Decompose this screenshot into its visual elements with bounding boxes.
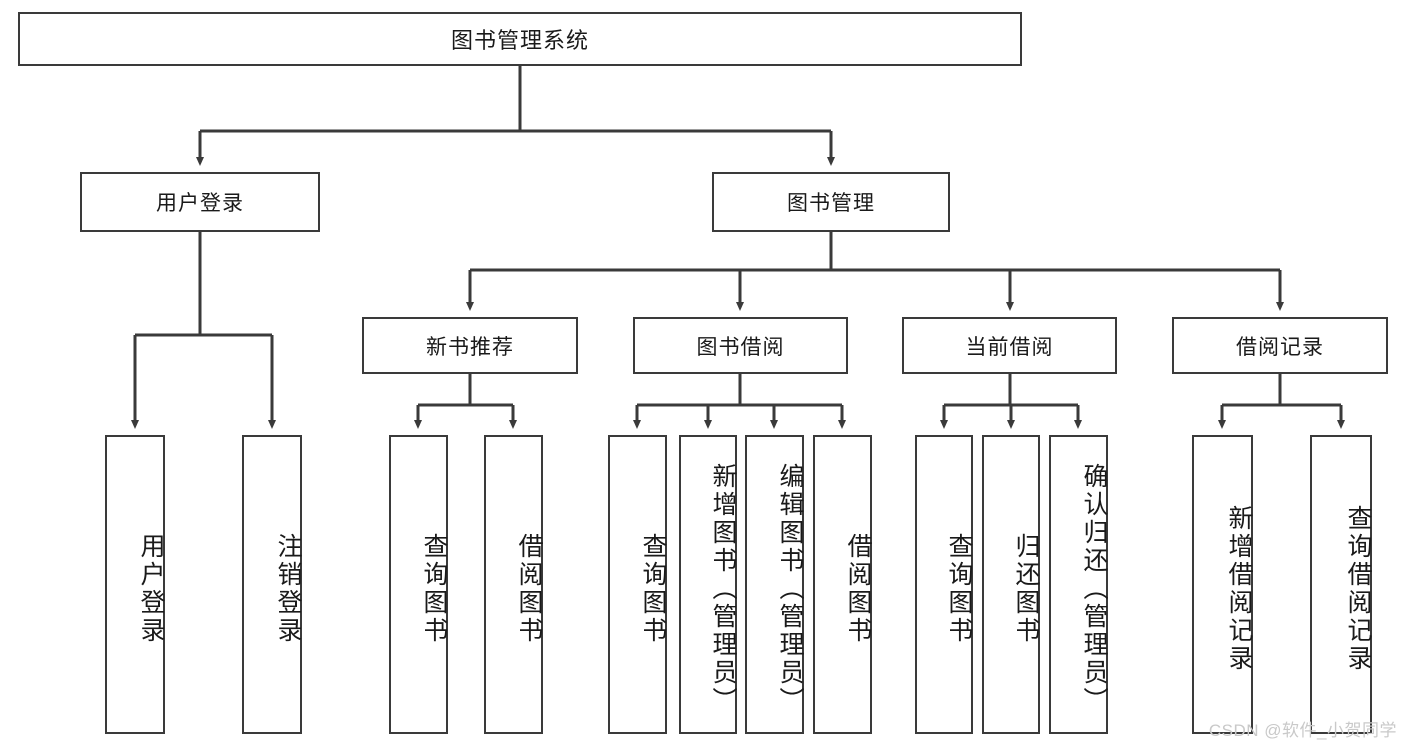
leaf-node[interactable]: 借阅图书 (813, 435, 872, 734)
node-current-borrow[interactable]: 当前借阅 (902, 317, 1117, 374)
watermark: CSDN @软件_小贺同学 (1208, 721, 1397, 740)
leaf-node[interactable]: 借阅图书 (484, 435, 543, 734)
node-book-borrow[interactable]: 图书借阅 (633, 317, 848, 374)
node-user-login[interactable]: 用户登录 (80, 172, 320, 232)
leaf-node[interactable]: 归还图书 (982, 435, 1040, 734)
leaf-node[interactable]: 查询图书 (915, 435, 973, 734)
node-book-management[interactable]: 图书管理 (712, 172, 950, 232)
leaf-node[interactable]: 新增借阅记录 (1192, 435, 1253, 734)
leaf-node[interactable]: 注销登录 (242, 435, 302, 734)
leaf-node[interactable]: 查询借阅记录 (1310, 435, 1372, 734)
leaf-node[interactable]: 确认归还（管理员） (1049, 435, 1108, 734)
leaf-node[interactable]: 用户登录 (105, 435, 165, 734)
leaf-node[interactable]: 查询图书 (389, 435, 448, 734)
node-new-book-recommend[interactable]: 新书推荐 (362, 317, 578, 374)
node-borrow-record[interactable]: 借阅记录 (1172, 317, 1388, 374)
node-root[interactable]: 图书管理系统 (18, 12, 1022, 66)
leaf-node[interactable]: 查询图书 (608, 435, 667, 734)
leaf-node[interactable]: 新增图书（管理员） (679, 435, 737, 734)
leaf-node[interactable]: 编辑图书（管理员） (745, 435, 804, 734)
